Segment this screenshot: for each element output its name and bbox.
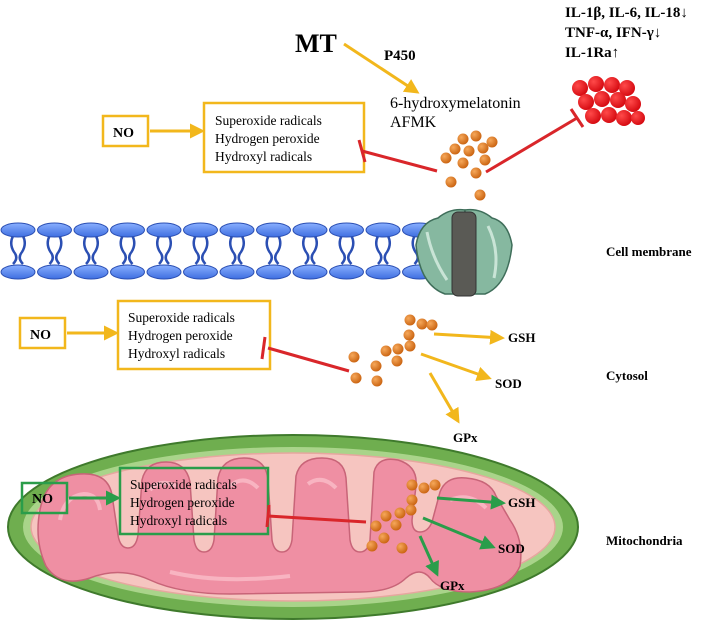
mito-gpx-arrow [418, 535, 439, 577]
cytosol-melatonin-cluster [348, 314, 438, 387]
top-melatonin-cluster [440, 130, 498, 201]
phospholipid-pair [37, 222, 72, 280]
mito-sod-arrow [422, 516, 496, 550]
top-no-box [101, 114, 150, 148]
cytosol-ros-inhibit-bar [260, 336, 267, 360]
cytosol-ros-2: Hydrogen peroxide [128, 328, 233, 343]
cytokine-inhibit-bar [569, 108, 585, 128]
cytokine-label-1: IL-1β, IL-6, IL-18↓ [565, 5, 688, 21]
phospholipid-pair [146, 222, 182, 280]
mito-gpx-label: GPx [440, 578, 465, 593]
mito-gsh-arrow [436, 494, 506, 510]
top-ros-1: Superoxide radicals [215, 113, 322, 128]
cytokine-label-2: TNF-α, IFN-γ↓ [565, 25, 661, 41]
mito-ros-inhibit-bar [265, 504, 271, 528]
cytosol-gsh-arrow [433, 329, 505, 345]
top-ros-inhibit-line [361, 149, 438, 173]
mito-ros-2: Hydrogen peroxide [130, 495, 235, 510]
cytosol-ros-box [116, 299, 272, 371]
cytosol-sod-label: SOD [495, 376, 522, 391]
top-no-label: NO [113, 126, 134, 141]
cytosol-ros-inhibit-line [267, 346, 350, 373]
cytokine-inhibit-line [485, 116, 578, 174]
cytosol-no-box [18, 316, 67, 350]
p450-label: P450 [384, 48, 416, 64]
top-ros-3: Hydroxyl radicals [215, 149, 312, 164]
top-ros-inhibit-bar [357, 139, 367, 163]
top-ros-2: Hydrogen peroxide [215, 131, 320, 146]
region-label-mitochondria: Mitochondria [606, 533, 683, 548]
cytosol-ros-3: Hydroxyl radicals [128, 346, 225, 361]
cytosol-gpx-arrow [428, 372, 460, 424]
phospholipid-pair [183, 222, 218, 280]
cytosol-no-label: NO [30, 328, 51, 343]
metabolite-label-1: 6-hydroxymelatonin [390, 95, 521, 112]
phospholipid-pair [256, 222, 291, 280]
region-label-cytosol: Cytosol [606, 368, 648, 383]
mt-metabolism-arrow [343, 42, 420, 94]
mito-ros-3: Hydroxyl radicals [130, 513, 227, 528]
phospholipid-pair [219, 222, 255, 280]
membrane-channel-protein [415, 208, 513, 297]
phospholipid-pair [73, 222, 109, 280]
region-label-cell-membrane: Cell membrane [606, 244, 692, 259]
metabolite-label-2: AFMK [390, 114, 437, 131]
mito-ros-box [118, 466, 270, 536]
cytosol-ros-1: Superoxide radicals [128, 310, 235, 325]
mito-no-label: NO [32, 492, 53, 507]
mito-ros-inhibit-line [267, 514, 367, 524]
phospholipid-pair [110, 222, 145, 280]
mt-label: MT [295, 29, 337, 58]
phospholipid-pair [292, 222, 328, 280]
top-ros-box [202, 101, 366, 174]
mito-sod-label: SOD [498, 541, 525, 556]
mitochondrion [7, 434, 579, 620]
mito-no-box [20, 481, 69, 515]
phospholipid-pair [329, 222, 364, 280]
cytosol-gsh-label: GSH [508, 330, 535, 345]
phospholipid-pair [0, 222, 36, 280]
mito-gsh-label: GSH [508, 495, 535, 510]
mito-ros-1: Superoxide radicals [130, 477, 237, 492]
mito-melatonin-cluster [366, 479, 441, 554]
cytosol-sod-arrow [420, 352, 492, 382]
phospholipid-pair [365, 222, 401, 280]
cytosol-gpx-label: GPx [453, 430, 478, 445]
cell-membrane-bilayer [0, 222, 437, 280]
cytokine-cluster [572, 76, 645, 126]
cytokine-label-3: IL-1Ra↑ [565, 45, 619, 61]
